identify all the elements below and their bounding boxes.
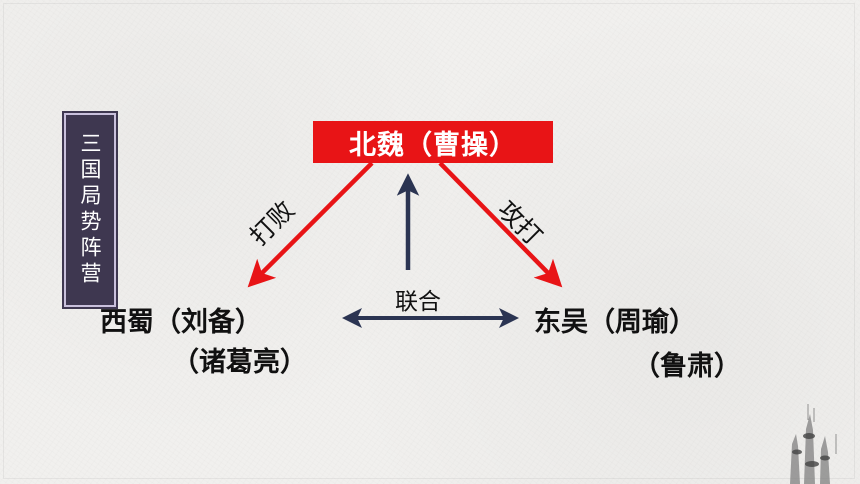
- side-title: 三国局势阵营: [78, 132, 102, 288]
- edge-label-alliance: 联合: [395, 289, 441, 315]
- wu-label-line2: （鲁肃）: [633, 351, 741, 382]
- shu-label-line1: 西蜀（刘备）: [100, 307, 262, 338]
- paper-border: [3, 3, 855, 479]
- shu-label-line2: （诸葛亮）: [172, 347, 307, 378]
- arrow-wei-to-shu: [247, 161, 374, 288]
- arrow-wei-to-wu: [438, 161, 563, 288]
- wu-label-line1: 东吴（周瑜）: [534, 307, 696, 338]
- side-title-box: 三国局势阵营: [62, 111, 118, 309]
- wei-label: 北魏（曹操）: [349, 129, 517, 161]
- ink-landscape-decoration: [790, 404, 837, 484]
- wei-node: 北魏（曹操）: [313, 121, 553, 163]
